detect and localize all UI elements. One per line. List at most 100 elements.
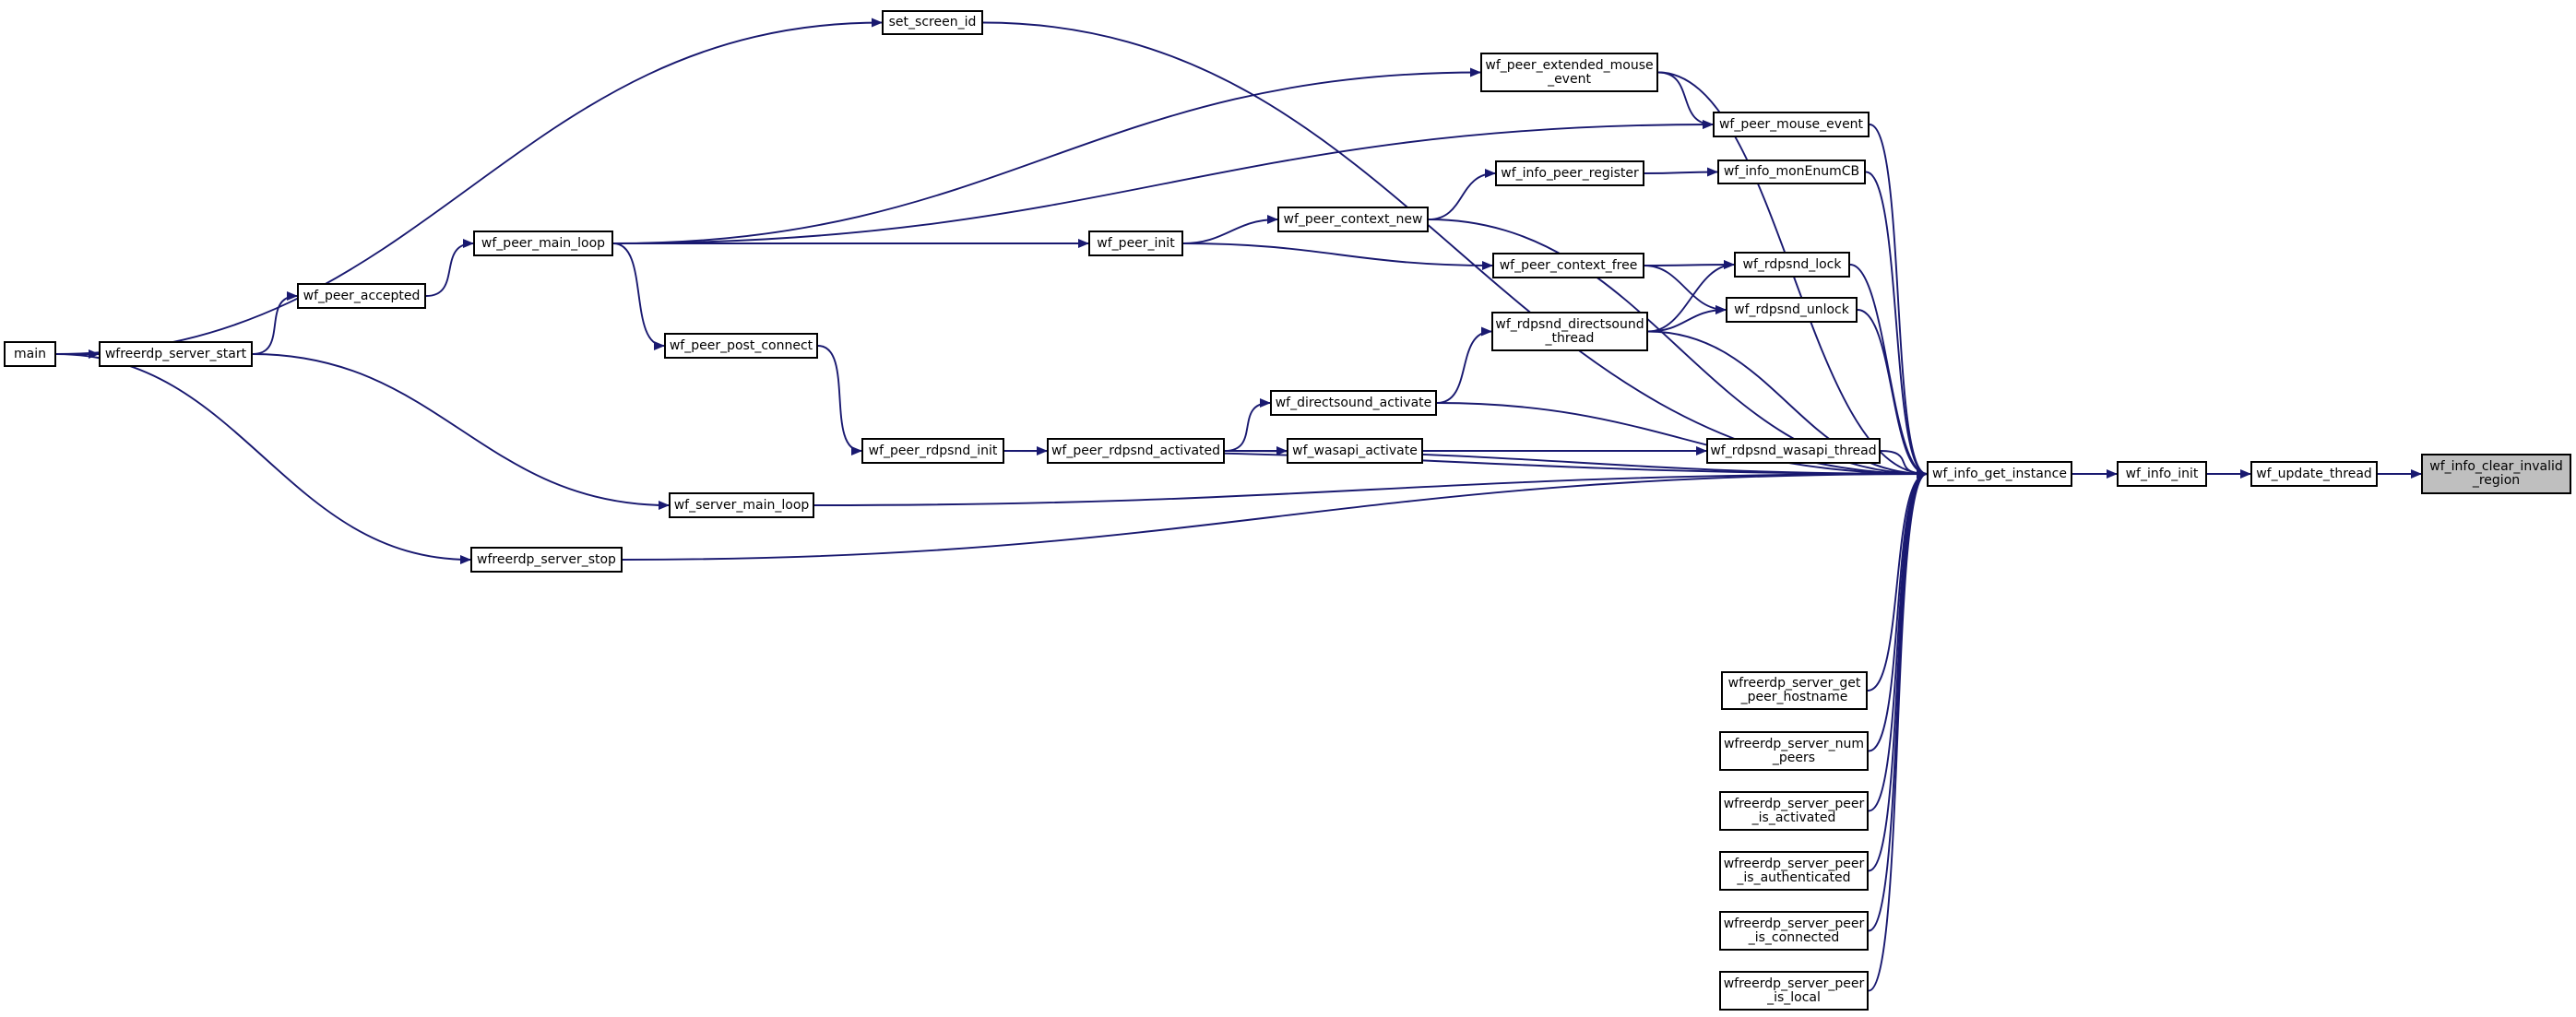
edge-wf_info_peer_register-to-wf_info_monEnumCB <box>1644 167 1718 177</box>
edge-wfreerdp_server_start-to-wf_server_main_loop <box>252 353 670 510</box>
node-wf-peer-rdpsnd-init[interactable]: wf_peer_rdpsnd_init <box>861 438 1004 464</box>
node-wf-peer-context-new[interactable]: wf_peer_context_new <box>1277 207 1429 232</box>
edge-wf_peer_main_loop-to-wf_peer_mouse_event <box>612 120 1714 244</box>
edge-wfreerdp_server_stop-to-wf_info_get_instance <box>622 469 1928 561</box>
node-label: wf_peer_main_loop <box>481 235 606 251</box>
node-label: wfreerdp_server_peer <box>1723 916 1865 931</box>
node-label: wf_peer_extended_mouse <box>1485 57 1654 73</box>
node-wfreerdp-server-num-peers[interactable]: wfreerdp_server_num_peers <box>1719 731 1869 771</box>
edge-wf_peer_post_connect-to-wf_peer_rdpsnd_init <box>817 345 862 455</box>
node-label: wf_rdpsnd_lock <box>1742 256 1842 272</box>
node-wf-rdpsnd-lock[interactable]: wf_rdpsnd_lock <box>1734 252 1850 278</box>
edge-wf_info_monEnumCB-to-wf_info_get_instance <box>1865 171 1928 479</box>
node-wfreerdp-server-peer-is-activated[interactable]: wfreerdp_server_peer_is_activated <box>1719 791 1869 831</box>
node-label: wf_info_init <box>2125 466 2199 481</box>
node-wf-peer-context-free[interactable]: wf_peer_context_free <box>1492 253 1644 278</box>
node-wf-rdpsnd-unlock[interactable]: wf_rdpsnd_unlock <box>1726 297 1858 323</box>
node-wf-peer-extended-mouse-event[interactable]: wf_peer_extended_mouse_event <box>1480 53 1658 92</box>
edge-wf_peer_mouse_event-to-wf_info_get_instance <box>1869 124 1928 479</box>
edge-main-to-set_screen_id <box>55 18 883 355</box>
node-wfreerdp-server-peer-is-local[interactable]: wfreerdp_server_peer_is_local <box>1719 971 1869 1011</box>
node-label: _event <box>1548 71 1591 87</box>
node-label: wf_info_peer_register <box>1501 165 1639 181</box>
edge-wf_peer_main_loop-to-wf_peer_post_connect <box>612 242 665 350</box>
edge-wf_rdpsnd_directsound_thread-to-wf_info_get_instance <box>1647 330 1928 479</box>
node-wfreerdp-server-peer-is-connected[interactable]: wfreerdp_server_peer_is_connected <box>1719 911 1869 951</box>
edge-wf_peer_extended_mouse_event-to-wf_peer_mouse_event <box>1657 71 1714 129</box>
node-wf-peer-mouse-event[interactable]: wf_peer_mouse_event <box>1713 112 1870 137</box>
edge-wf_peer_context_new-to-wf_info_peer_register <box>1428 169 1496 220</box>
edge-wf_rdpsnd_directsound_thread-to-wf_rdpsnd_lock <box>1647 260 1735 333</box>
node-label: wfreerdp_server_stop <box>477 551 616 567</box>
edge-main-to-wfreerdp_server_stop <box>55 353 471 564</box>
node-label: set_screen_id <box>888 15 977 30</box>
edge-wf_peer_rdpsnd_activated-to-wf_directsound_activate <box>1224 398 1271 452</box>
node-label: wf_wasapi_activate <box>1292 443 1418 458</box>
edge-wf_directsound_activate-to-wf_info_get_instance <box>1436 402 1928 479</box>
edge-wfreerdp_server_num_peers-to-wf_info_get_instance <box>1868 469 1928 752</box>
node-label: wf_info_clear_invalid <box>2429 459 2563 474</box>
node-wfreerdp-server-stop[interactable]: wfreerdp_server_stop <box>470 547 623 573</box>
node-wf-peer-rdpsnd-activated[interactable]: wf_peer_rdpsnd_activated <box>1047 438 1225 464</box>
edge-wf_peer_context_free-to-wf_rdpsnd_unlock <box>1644 265 1727 314</box>
node-label: _is_authenticated <box>1737 869 1851 885</box>
edge-wf_rdpsnd_unlock-to-wf_info_get_instance <box>1857 309 1928 479</box>
node-label: wf_info_get_instance <box>1932 466 2067 481</box>
node-label: wfreerdp_server_get <box>1727 676 1861 691</box>
node-wfreerdp-server-start[interactable]: wfreerdp_server_start <box>99 341 253 367</box>
node-main[interactable]: main <box>4 341 56 367</box>
edge-wf_rdpsnd_directsound_thread-to-wf_rdpsnd_unlock <box>1647 305 1727 333</box>
node-label: _peer_hostname <box>1740 690 1848 704</box>
node-label: wfreerdp_server_peer <box>1723 976 1865 991</box>
edge-wfreerdp_server_peer_is_activated-to-wf_info_get_instance <box>1868 469 1928 812</box>
node-label: _is_local <box>1767 989 1821 1005</box>
node-label: wf_server_main_loop <box>673 497 810 513</box>
node-label: wf_peer_accepted <box>303 288 421 303</box>
node-set-screen-id[interactable]: set_screen_id <box>882 10 983 35</box>
node-wf-info-peer-register[interactable]: wf_info_peer_register <box>1495 160 1644 186</box>
edge-wf_peer_accepted-to-wf_peer_main_loop <box>425 239 474 297</box>
node-wf-rdpsnd-directsound-thread[interactable]: wf_rdpsnd_directsound_thread <box>1491 312 1648 351</box>
node-wf-peer-init[interactable]: wf_peer_init <box>1088 231 1183 256</box>
node-label: wf_peer_context_free <box>1499 257 1638 273</box>
node-label: wf_peer_rdpsnd_activated <box>1051 443 1221 458</box>
node-wfreerdp-server-get-peer-hostname[interactable]: wfreerdp_server_get_peer_hostname <box>1721 671 1868 710</box>
node-label: wfreerdp_server_peer <box>1723 796 1865 811</box>
node-label: _is_activated <box>1751 810 1836 825</box>
node-label: wf_rdpsnd_directsound <box>1495 316 1644 332</box>
edge-wf_peer_init-to-wf_peer_context_free <box>1182 242 1493 270</box>
node-label: wfreerdp_server_num <box>1723 736 1865 751</box>
node-label: wf_peer_mouse_event <box>1718 116 1864 132</box>
node-label: wf_peer_post_connect <box>669 337 813 353</box>
node-wf-peer-post-connect[interactable]: wf_peer_post_connect <box>664 333 818 359</box>
node-wf-info-clear-invalid-region: wf_info_clear_invalid_region <box>2421 454 2571 494</box>
node-label: _thread <box>1545 330 1595 346</box>
edge-wfreerdp_server_peer_is_authenticated-to-wf_info_get_instance <box>1868 469 1928 872</box>
node-label: wf_rdpsnd_unlock <box>1734 302 1849 317</box>
node-wf-directsound-activate[interactable]: wf_directsound_activate <box>1270 390 1437 416</box>
node-label: wf_update_thread <box>2256 466 2372 481</box>
node-wf-info-get-instance[interactable]: wf_info_get_instance <box>1927 461 2072 487</box>
node-wf-rdpsnd-wasapi-thread[interactable]: wf_rdpsnd_wasapi_thread <box>1706 438 1881 464</box>
node-label: wf_rdpsnd_wasapi_thread <box>1710 443 1877 458</box>
edge-wf_rdpsnd_lock-to-wf_info_get_instance <box>1849 264 1928 479</box>
node-label: _region <box>2472 473 2521 488</box>
edge-wfreerdp_server_peer_is_local-to-wf_info_get_instance <box>1868 469 1928 992</box>
edge-wf_peer_main_loop-to-wf_peer_extended_mouse_event <box>612 67 1481 244</box>
node-wf-wasapi-activate[interactable]: wf_wasapi_activate <box>1287 438 1423 464</box>
edge-wfreerdp_server_get_peer_hostname-to-wf_info_get_instance <box>1867 469 1928 692</box>
node-label: _is_connected <box>1748 929 1840 945</box>
node-label: wf_peer_rdpsnd_init <box>868 443 998 458</box>
node-wfreerdp-server-peer-is-authenticated[interactable]: wfreerdp_server_peer_is_authenticated <box>1719 851 1869 891</box>
node-wf-update-thread[interactable]: wf_update_thread <box>2250 461 2378 487</box>
node-wf-server-main-loop[interactable]: wf_server_main_loop <box>669 492 814 518</box>
edge-wf_peer_context_free-to-wf_rdpsnd_lock <box>1644 260 1735 270</box>
node-label: main <box>14 346 46 361</box>
node-wf-peer-accepted[interactable]: wf_peer_accepted <box>297 283 426 309</box>
node-wf-info-init[interactable]: wf_info_init <box>2117 461 2207 487</box>
node-wf-info-monenumcb[interactable]: wf_info_monEnumCB <box>1717 160 1866 184</box>
node-label: _peers <box>1772 750 1816 765</box>
node-label: wf_directsound_activate <box>1275 395 1432 410</box>
node-wf-peer-main-loop[interactable]: wf_peer_main_loop <box>473 231 613 256</box>
